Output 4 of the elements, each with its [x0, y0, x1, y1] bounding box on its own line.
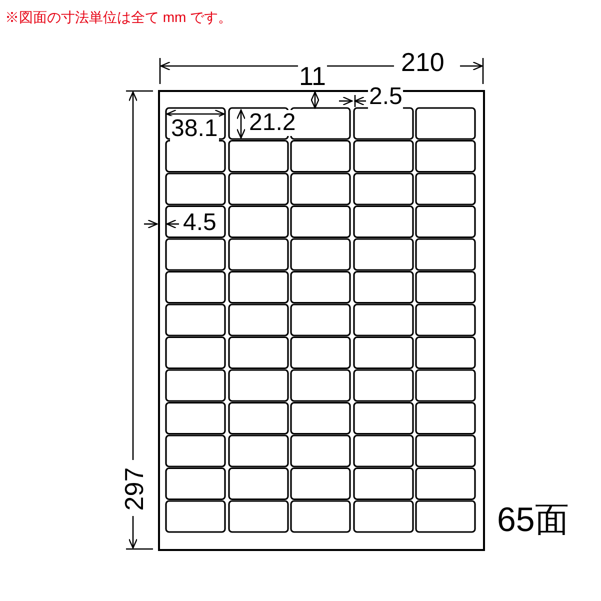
dimension-label: 21.2: [248, 110, 297, 136]
dimension-label: 297: [121, 466, 147, 512]
dimension-label: 2.5: [368, 84, 404, 110]
dimension-label: 38.1: [170, 116, 219, 142]
